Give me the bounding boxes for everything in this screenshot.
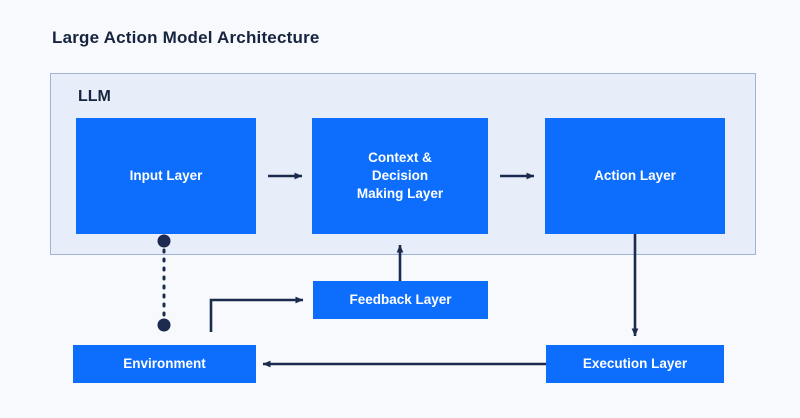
node-action-layer[interactable]: Action Layer bbox=[545, 118, 725, 234]
arrow-environment-to-feedback bbox=[209, 296, 304, 332]
node-context-decision-making-layer[interactable]: Context & Decision Making Layer bbox=[312, 118, 488, 234]
node-feedback-layer[interactable]: Feedback Layer bbox=[313, 281, 488, 319]
node-environment[interactable]: Environment bbox=[73, 345, 256, 383]
node-execution-layer-label: Execution Layer bbox=[582, 355, 688, 371]
node-context-label-line2: Decision bbox=[371, 167, 429, 183]
dot-node-lower bbox=[157, 318, 171, 332]
page-title: Large Action Model Architecture bbox=[52, 28, 320, 47]
node-environment-label: Environment bbox=[123, 355, 206, 371]
llm-panel-label: LLM bbox=[78, 88, 111, 105]
node-action-layer-label: Action Layer bbox=[594, 167, 676, 183]
node-input-layer-label: Input Layer bbox=[129, 167, 203, 183]
node-feedback-layer-label: Feedback Layer bbox=[349, 291, 452, 307]
dot-node-upper bbox=[157, 234, 171, 248]
node-context-label-line3: Making Layer bbox=[356, 186, 444, 202]
node-execution-layer[interactable]: Execution Layer bbox=[546, 345, 724, 383]
node-context-label-line1: Context & bbox=[368, 149, 432, 165]
node-input-layer[interactable]: Input Layer bbox=[76, 118, 256, 234]
